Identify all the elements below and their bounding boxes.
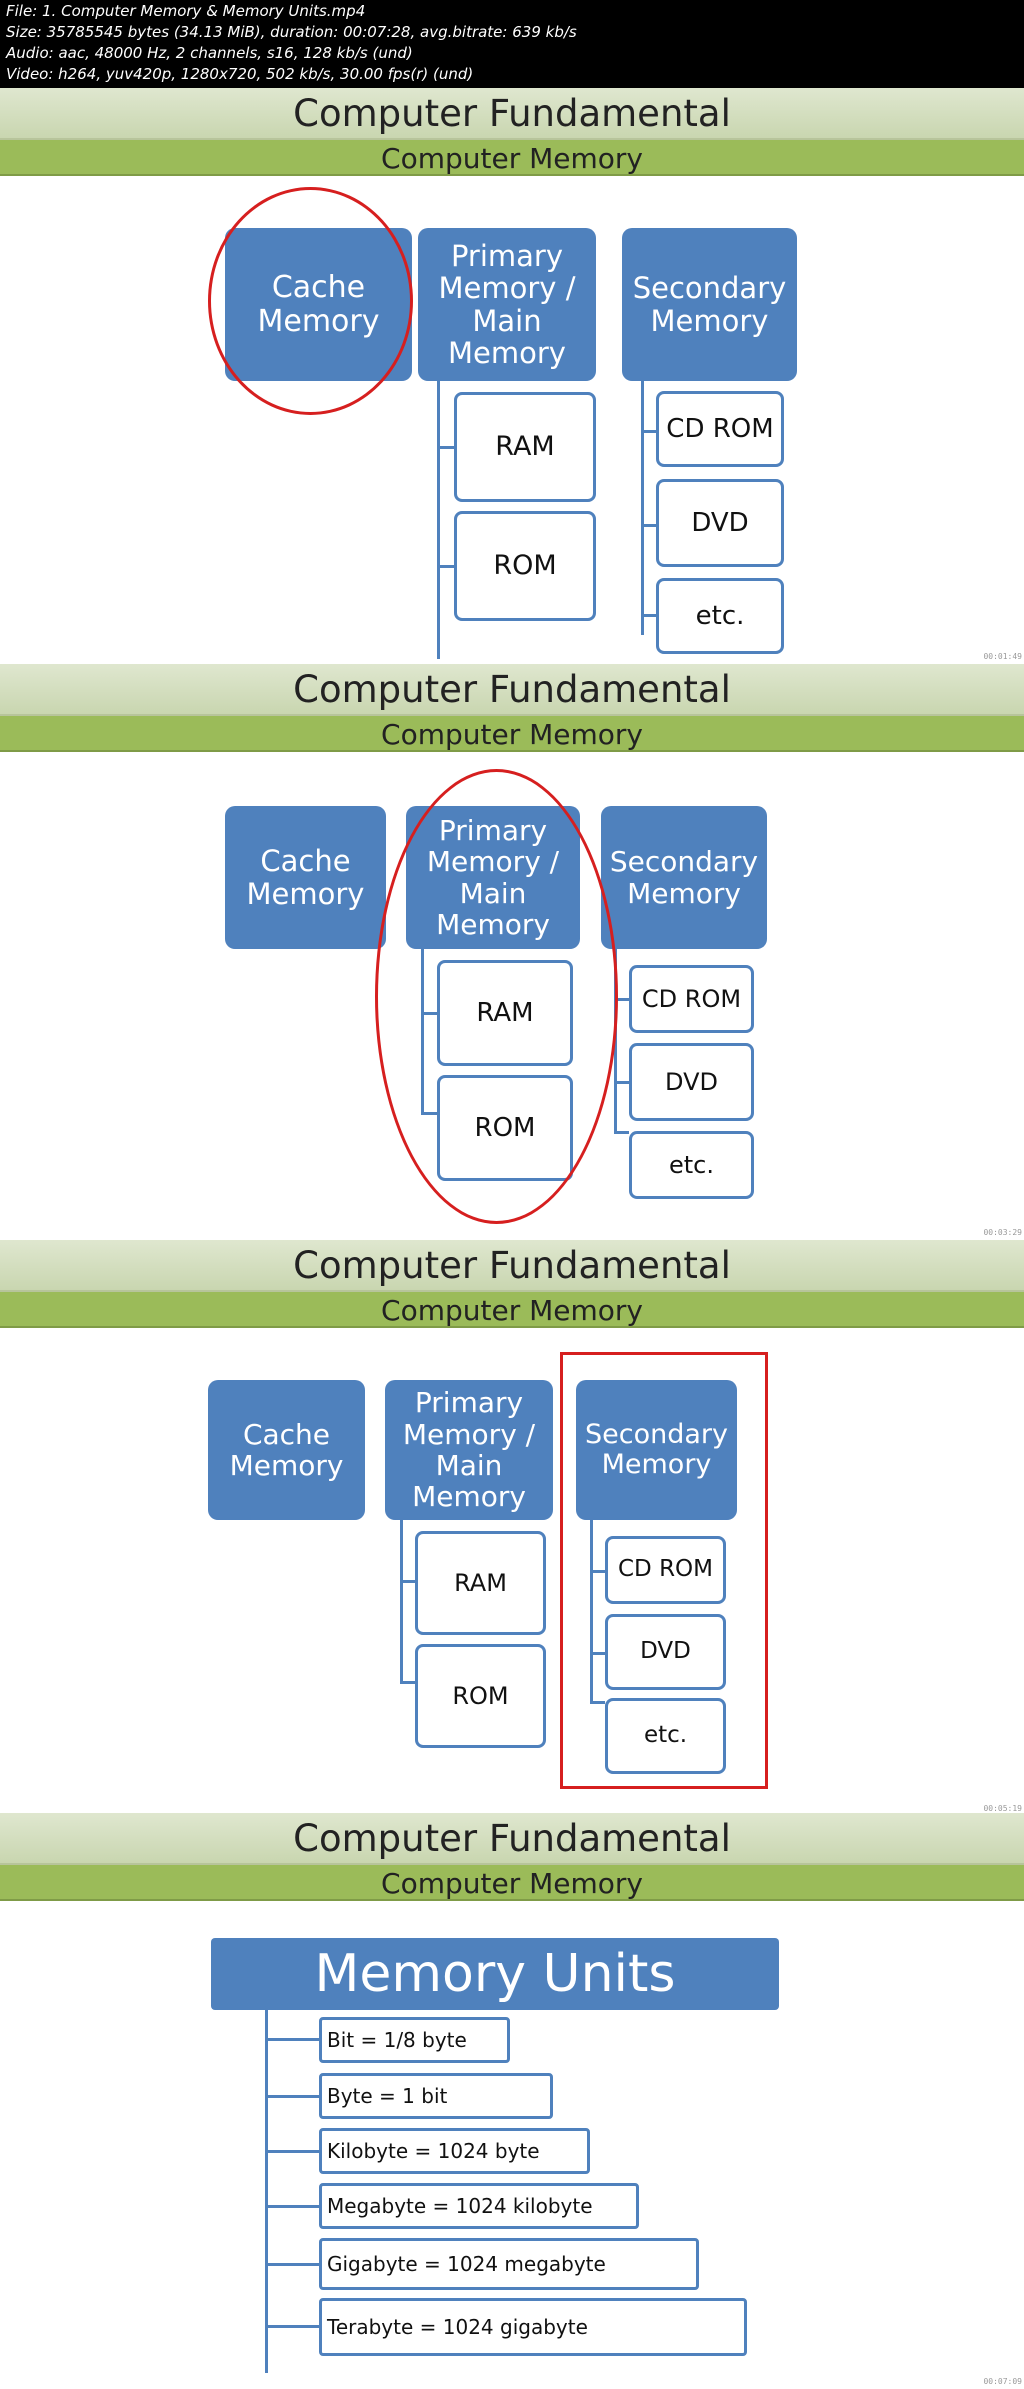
slide-title-band: Computer Fundamental <box>0 664 1024 716</box>
etc-box: etc. <box>605 1698 726 1774</box>
cd-rom-box: CD ROM <box>605 1536 726 1604</box>
unit-megabyte: Megabyte = 1024 kilobyte <box>319 2183 639 2229</box>
secondary-memory-box: Secondary Memory <box>622 228 797 381</box>
frame-timestamp: 00:05:19 <box>983 1804 1022 1813</box>
slide-subtitle: Computer Memory <box>381 1867 643 1900</box>
slide-title: Computer Fundamental <box>293 92 731 135</box>
primary-memory-box: Primary Memory / Main Memory <box>418 228 596 381</box>
highlight-rectangle <box>560 1352 768 1789</box>
slide-subtitle-band: Computer Memory <box>0 716 1024 752</box>
cd-rom-box: CD ROM <box>629 965 754 1033</box>
ram-box: RAM <box>415 1531 546 1635</box>
secondary-connector <box>590 1520 593 1703</box>
memory-units-title: Memory Units <box>211 1938 779 2010</box>
file-name-line: File: 1. Computer Memory & Memory Units.… <box>6 2 366 20</box>
frame-timestamp: 00:03:29 <box>983 1228 1022 1237</box>
primary-connector <box>400 1520 403 1683</box>
rom-box: ROM <box>454 511 596 621</box>
cache-memory-box: Cache Memory <box>225 806 386 949</box>
frame-timestamp: 00:07:09 <box>983 2377 1022 2386</box>
video-line: Video: h264, yuv420p, 1280x720, 502 kb/s… <box>6 65 474 83</box>
dvd-box: DVD <box>656 479 784 567</box>
primary-connector <box>437 381 440 659</box>
file-info-header: File: 1. Computer Memory & Memory Units.… <box>0 0 1024 88</box>
slide-title-band: Computer Fundamental <box>0 1813 1024 1865</box>
video-frame-4: Computer Fundamental Computer Memory Mem… <box>0 1813 1024 2389</box>
secondary-connector <box>641 381 644 635</box>
unit-terabyte: Terabyte = 1024 gigabyte <box>319 2298 747 2356</box>
unit-kilobyte: Kilobyte = 1024 byte <box>319 2128 590 2174</box>
slide-title: Computer Fundamental <box>293 668 731 711</box>
slide-title-band: Computer Fundamental <box>0 88 1024 140</box>
ram-box: RAM <box>454 392 596 502</box>
unit-gigabyte: Gigabyte = 1024 megabyte <box>319 2238 699 2290</box>
video-frame-3: Computer Fundamental Computer Memory Cac… <box>0 1240 1024 1816</box>
dvd-box: DVD <box>629 1043 754 1121</box>
frame-timestamp: 00:01:49 <box>983 652 1022 661</box>
secondary-memory-box: Secondary Memory <box>576 1380 737 1520</box>
video-frame-2: Computer Fundamental Computer Memory Cac… <box>0 664 1024 1240</box>
secondary-memory-box: Secondary Memory <box>601 806 767 949</box>
rom-box: ROM <box>415 1644 546 1748</box>
unit-byte: Byte = 1 bit <box>319 2073 553 2119</box>
cache-memory-box: Cache Memory <box>208 1380 365 1520</box>
slide-subtitle: Computer Memory <box>381 1294 643 1327</box>
highlight-oval <box>208 187 413 415</box>
etc-box: etc. <box>656 578 784 654</box>
slide-subtitle-band: Computer Memory <box>0 1865 1024 1901</box>
slide-subtitle-band: Computer Memory <box>0 140 1024 176</box>
slide-title-band: Computer Fundamental <box>0 1240 1024 1292</box>
primary-memory-box: Primary Memory / Main Memory <box>385 1380 553 1520</box>
units-connector <box>265 2010 268 2373</box>
slide-subtitle-band: Computer Memory <box>0 1292 1024 1328</box>
highlight-oval <box>375 769 618 1224</box>
slide-subtitle: Computer Memory <box>381 142 643 175</box>
slide-title: Computer Fundamental <box>293 1817 731 1860</box>
audio-line: Audio: aac, 48000 Hz, 2 channels, s16, 1… <box>6 44 413 62</box>
etc-box: etc. <box>629 1131 754 1199</box>
file-size-line: Size: 35785545 bytes (34.13 MiB), durati… <box>6 23 577 41</box>
dvd-box: DVD <box>605 1614 726 1690</box>
unit-bit: Bit = 1/8 byte <box>319 2017 510 2063</box>
video-frame-1: Computer Fundamental Computer Memory Cac… <box>0 88 1024 664</box>
slide-subtitle: Computer Memory <box>381 718 643 751</box>
cd-rom-box: CD ROM <box>656 391 784 467</box>
slide-title: Computer Fundamental <box>293 1244 731 1287</box>
